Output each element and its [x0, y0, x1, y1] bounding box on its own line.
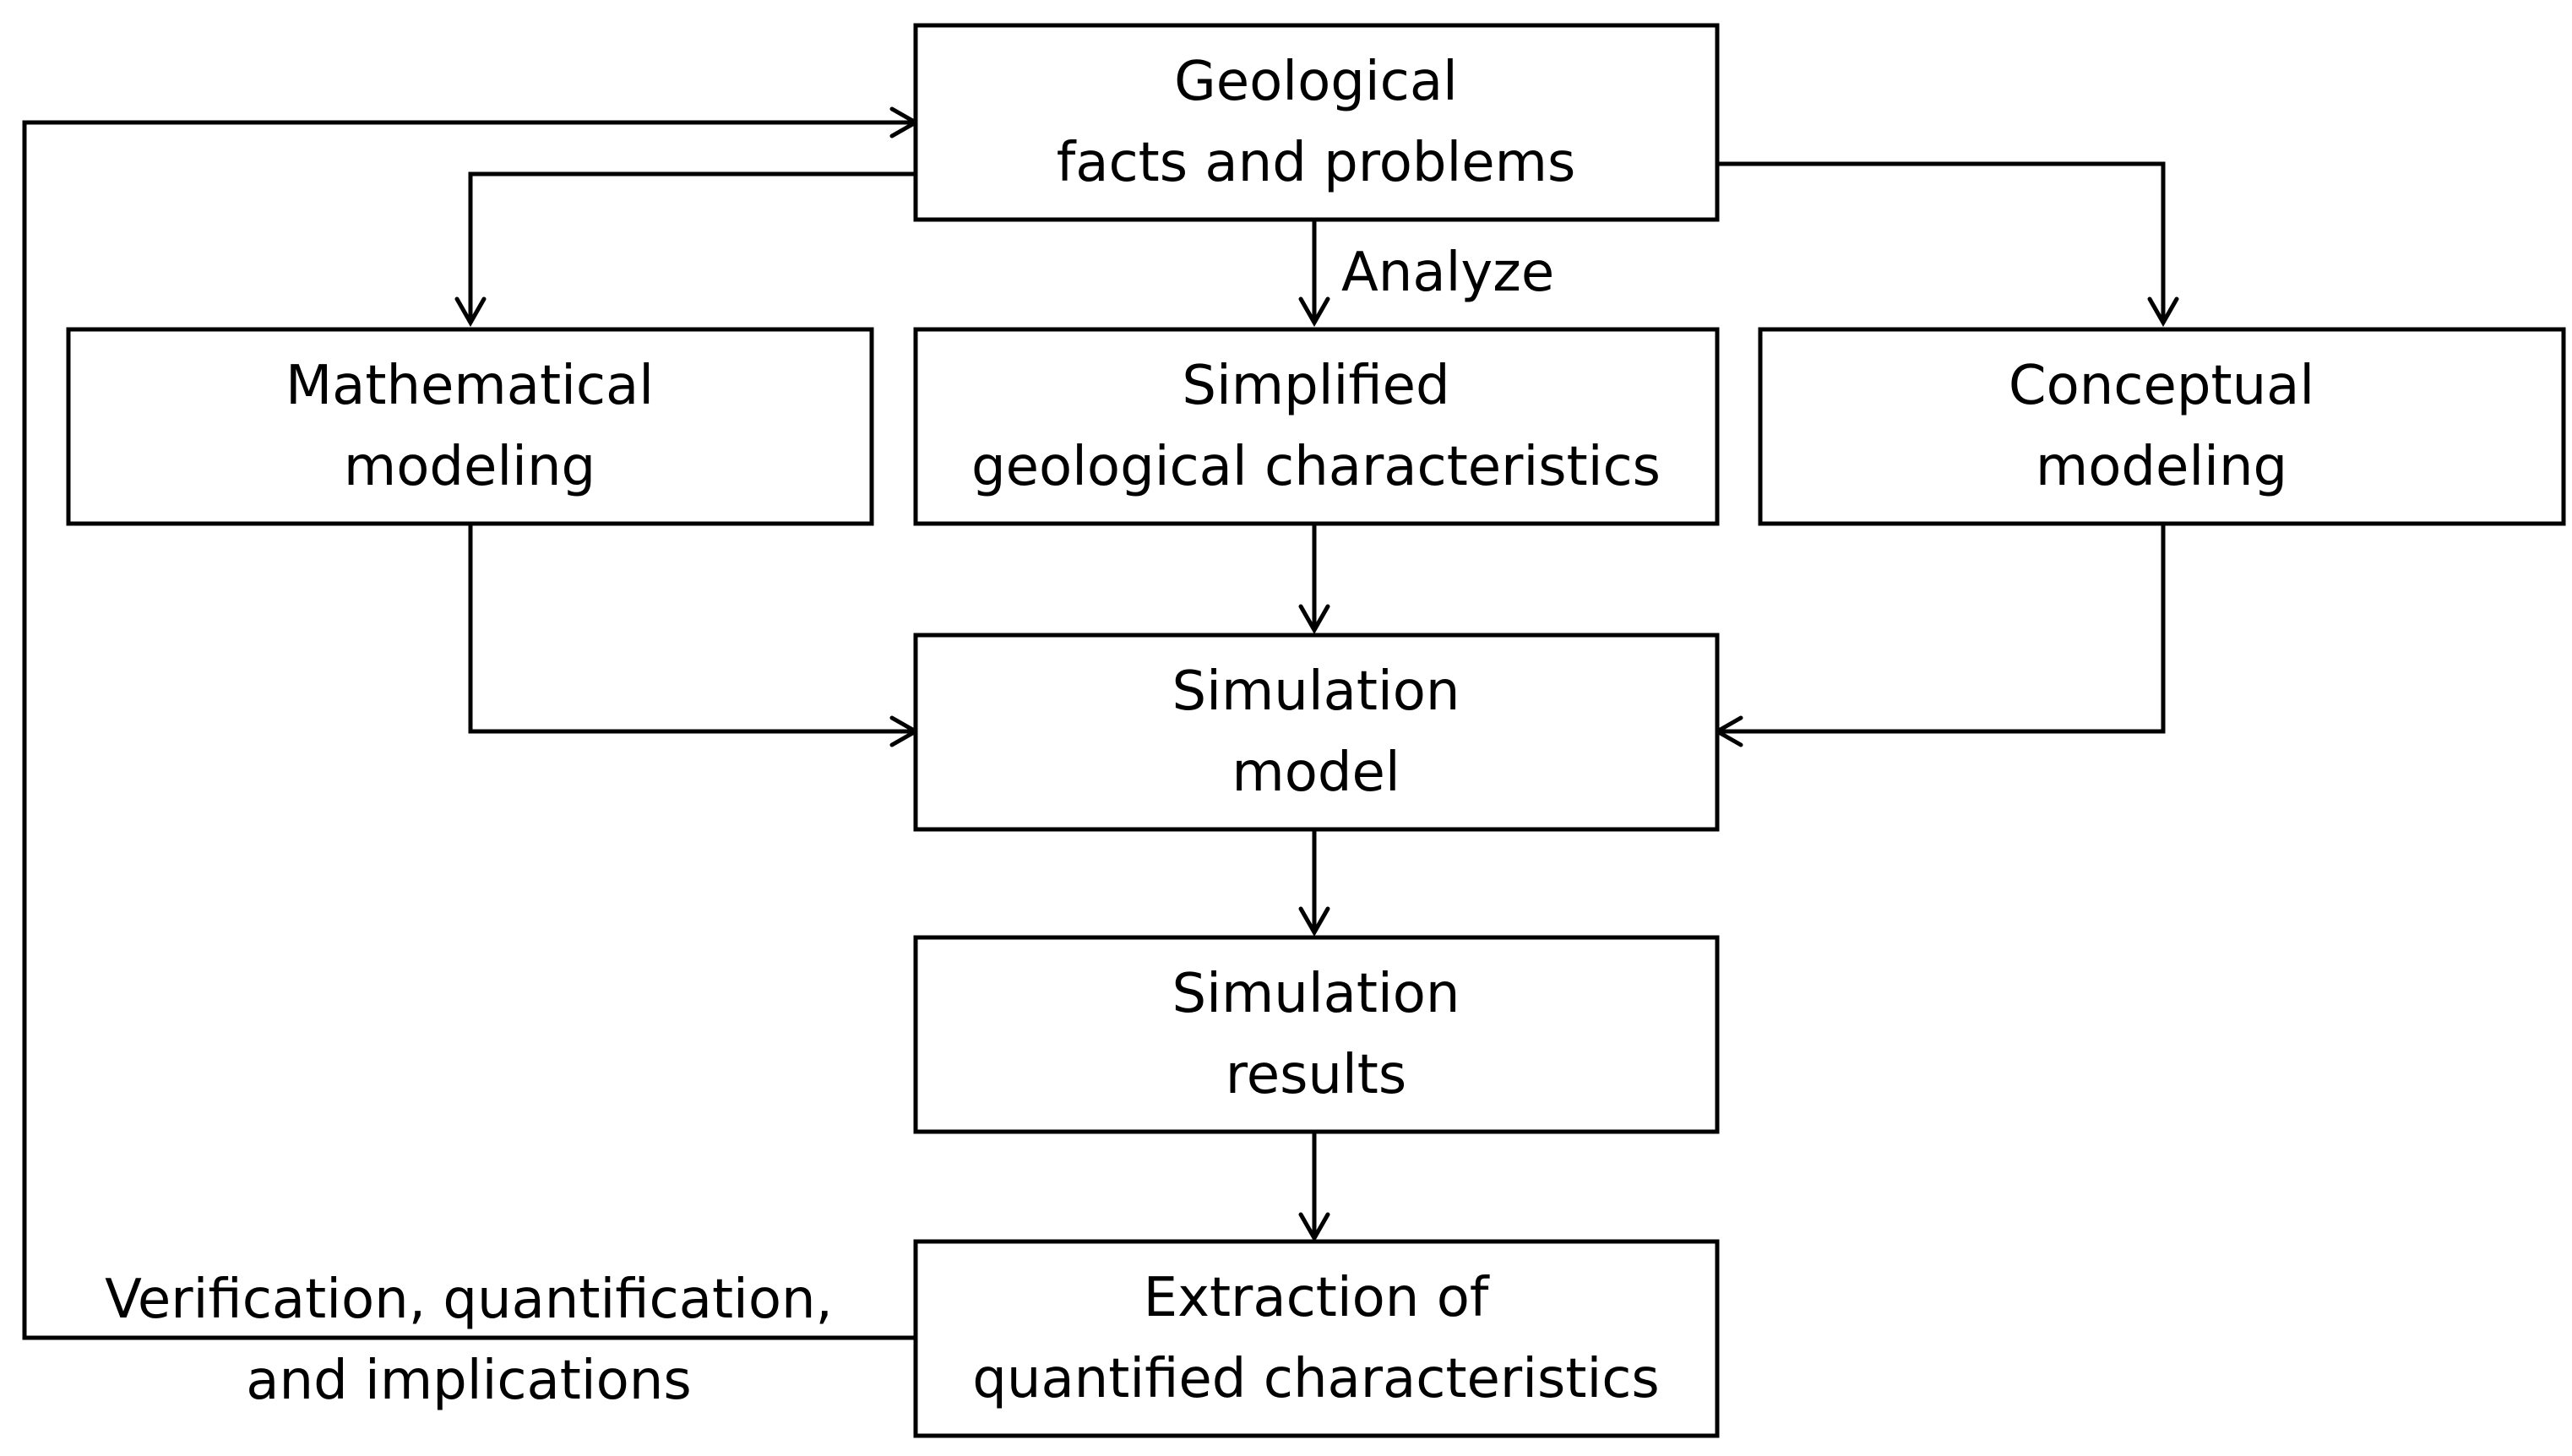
- node-mathematical-modeling: Mathematical modeling: [66, 327, 874, 526]
- node-conceptual-modeling-line1: Conceptual: [2009, 355, 2314, 417]
- edge-simplified-to-simulation: [1298, 524, 1330, 635]
- node-simulation-results: Simulation results: [913, 935, 1720, 1134]
- node-geological-facts-line1: Geological: [1174, 51, 1458, 113]
- node-conceptual-modeling: Conceptual modeling: [1758, 327, 2566, 526]
- edge-conceptual-to-simulation: [1712, 524, 2166, 747]
- node-simplified-characteristics-line2: geological characteristics: [971, 436, 1661, 498]
- node-geological-facts-line2: facts and problems: [1057, 132, 1576, 194]
- node-simplified-characteristics-line1: Simplified: [1182, 355, 1449, 417]
- node-simulation-results-line2: results: [1226, 1044, 1406, 1106]
- node-simplified-characteristics: Simplified geological characteristics: [913, 327, 1720, 526]
- edge-facts-to-conceptual: [1717, 161, 2179, 328]
- edge-label-feedback-line2: and implications: [246, 1350, 691, 1412]
- edge-facts-to-mathematical: [454, 171, 916, 328]
- node-simulation-model: Simulation model: [913, 633, 1720, 832]
- node-extraction-line2: quantified characteristics: [972, 1348, 1660, 1410]
- node-conceptual-modeling-line2: modeling: [2036, 436, 2287, 498]
- edge-results-to-extraction: [1298, 1132, 1330, 1243]
- edge-mathematical-to-simulation: [468, 524, 921, 747]
- edge-model-to-results: [1298, 829, 1330, 937]
- node-mathematical-modeling-line2: modeling: [344, 436, 595, 498]
- node-geological-facts: Geological facts and problems: [913, 23, 1720, 222]
- node-simulation-model-line2: model: [1232, 742, 1400, 804]
- edge-label-analyze: Analyze: [1341, 242, 1554, 304]
- node-extraction-line1: Extraction of: [1144, 1267, 1490, 1329]
- edge-label-feedback-line1: Verification, quantification,: [105, 1269, 833, 1331]
- node-simulation-results-line1: Simulation: [1172, 963, 1460, 1025]
- node-mathematical-modeling-line1: Mathematical: [285, 355, 654, 417]
- edge-analyze: [1298, 220, 1330, 328]
- node-extraction: Extraction of quantified characteristics: [913, 1239, 1720, 1438]
- node-simulation-model-line1: Simulation: [1172, 660, 1460, 723]
